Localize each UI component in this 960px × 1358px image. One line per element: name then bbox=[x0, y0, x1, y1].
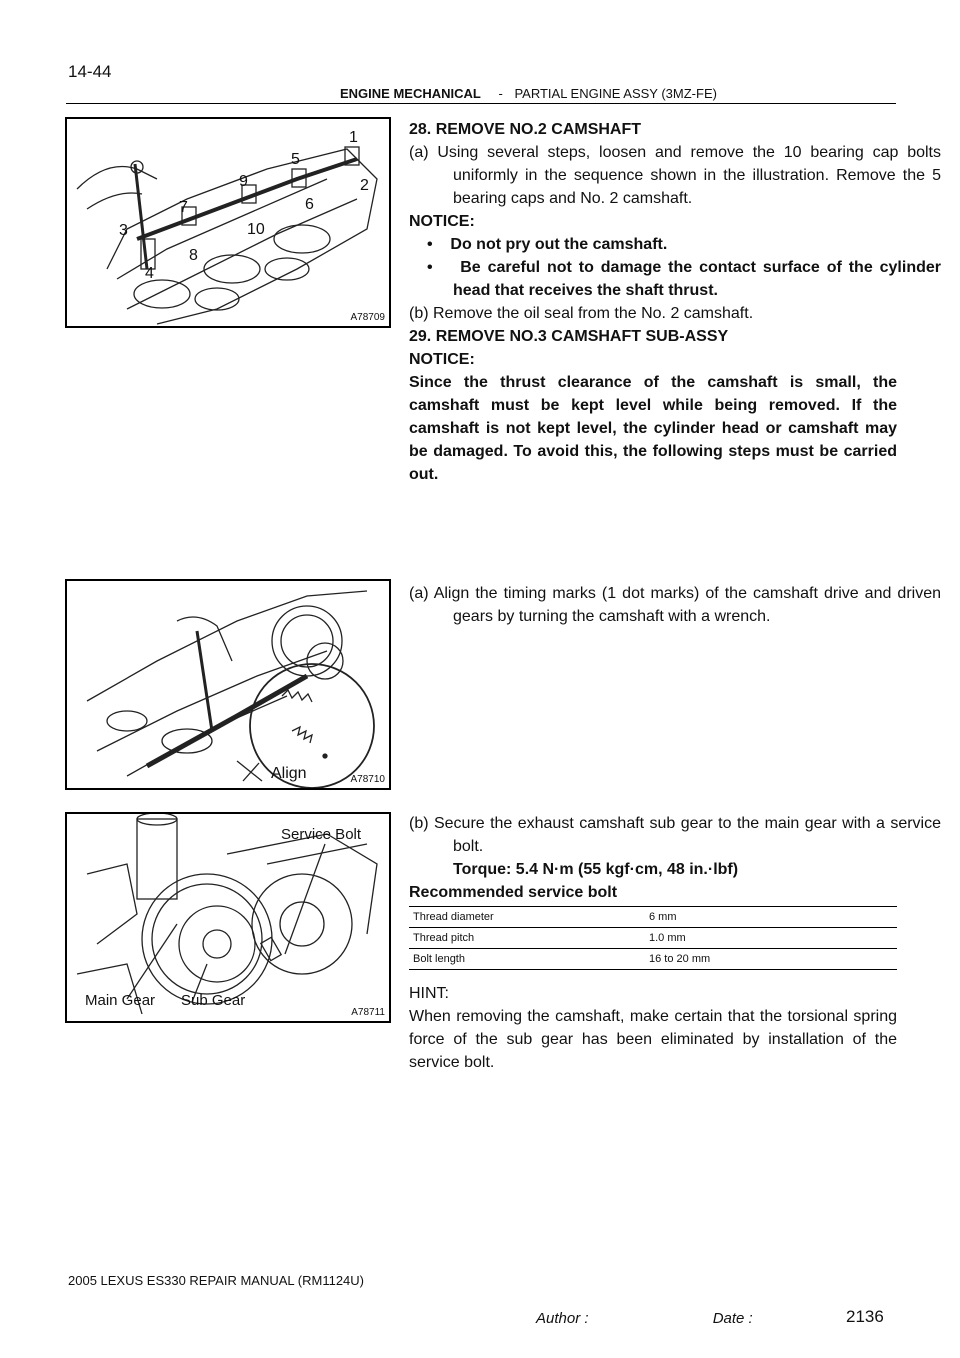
callout-2: 2 bbox=[360, 177, 369, 194]
callout-8: 8 bbox=[189, 247, 198, 264]
callout-7: 7 bbox=[179, 199, 188, 216]
callout-1: 1 bbox=[349, 129, 358, 146]
callout-6: 6 bbox=[305, 196, 314, 213]
figure-id: A78711 bbox=[351, 1007, 385, 1018]
recommended-bolt-label: Recommended service bolt bbox=[409, 884, 618, 901]
camshaft-gear-illustration bbox=[86, 590, 375, 788]
figure-bearing-cap-sequence: 1 2 3 4 5 6 7 8 9 10 A78709 bbox=[65, 117, 391, 328]
figure-timing-marks: Align A78710 bbox=[65, 579, 391, 790]
sub-gear-illustration bbox=[76, 814, 378, 1015]
notice-2-label: NOTICE: bbox=[409, 351, 475, 368]
notice-1-bullet-2: • Be careful not to damage the contact s… bbox=[427, 259, 941, 299]
hint-text: When removing the camshaft, make certain… bbox=[409, 1008, 897, 1071]
page-number: 14-44 bbox=[68, 62, 112, 81]
step-29-title: 29. REMOVE NO.3 CAMSHAFT SUB-ASSY bbox=[409, 328, 729, 345]
figure-id: A78709 bbox=[350, 312, 385, 323]
step-29b: (b) Secure the exhaust camshaft sub gear… bbox=[409, 815, 941, 855]
table-row: Thread pitch 1.0 mm bbox=[409, 927, 897, 949]
date-label: Date : bbox=[712, 1310, 753, 1327]
step-28a: (a) Using several steps, loosen and remo… bbox=[409, 144, 941, 207]
page-header: ENGINE MECHANICAL - PARTIAL ENGINE ASSY … bbox=[340, 86, 717, 101]
table-cell: Thread pitch bbox=[409, 927, 645, 949]
manual-footer: 2005 LEXUS ES330 REPAIR MANUAL (RM1124U) bbox=[68, 1273, 364, 1288]
callout-sub-gear: Sub Gear bbox=[181, 992, 246, 1009]
cylinder-head-illustration bbox=[76, 146, 378, 325]
callout-service-bolt: Service Bolt bbox=[281, 826, 362, 843]
table-row: Thread diameter 6 mm bbox=[409, 906, 897, 928]
subsection-title: PARTIAL ENGINE ASSY (3MZ-FE) bbox=[514, 86, 717, 101]
section-title: ENGINE MECHANICAL bbox=[340, 86, 481, 101]
table-cell: Thread diameter bbox=[409, 906, 645, 928]
header-separator: - bbox=[498, 86, 503, 101]
table-cell: 16 to 20 mm bbox=[645, 948, 897, 970]
torque-spec: Torque: 5.4 N·m (55 kgf·cm, 48 in.·lbf) bbox=[453, 861, 739, 878]
notice-1-bullet-1: • Do not pry out the camshaft. bbox=[427, 236, 668, 253]
callout-main-gear: Main Gear bbox=[85, 992, 156, 1009]
callout-4: 4 bbox=[145, 265, 154, 282]
callout-align: Align bbox=[271, 765, 307, 782]
hint-label: HINT: bbox=[409, 985, 449, 1002]
notice-2-text: Since the thrust clearance of the camsha… bbox=[409, 374, 897, 483]
table-cell: 6 mm bbox=[645, 906, 897, 928]
service-bolt-spec-table: Thread diameter 6 mm Thread pitch 1.0 mm… bbox=[409, 906, 897, 970]
callout-10: 10 bbox=[247, 221, 265, 238]
step-28-title: 28. REMOVE NO.2 CAMSHAFT bbox=[409, 121, 642, 138]
author-date-line: Author : Date : bbox=[536, 1310, 753, 1327]
header-rule bbox=[66, 103, 896, 104]
table-cell: 1.0 mm bbox=[645, 927, 897, 949]
callout-5: 5 bbox=[291, 151, 300, 168]
figure-service-bolt: Service Bolt Main Gear Sub Gear A78711 bbox=[65, 812, 391, 1023]
callout-9: 9 bbox=[239, 173, 248, 190]
callout-3: 3 bbox=[119, 222, 128, 239]
table-row: Bolt length 16 to 20 mm bbox=[409, 948, 897, 970]
table-cell: Bolt length bbox=[409, 948, 645, 970]
author-label: Author : bbox=[536, 1310, 589, 1327]
figure-id: A78710 bbox=[350, 774, 385, 785]
step-29a: (a) Align the timing marks (1 dot marks)… bbox=[409, 585, 941, 625]
notice-1-label: NOTICE: bbox=[409, 213, 475, 230]
page-total: 2136 bbox=[846, 1307, 884, 1326]
step-28b: (b) Remove the oil seal from the No. 2 c… bbox=[409, 305, 754, 322]
